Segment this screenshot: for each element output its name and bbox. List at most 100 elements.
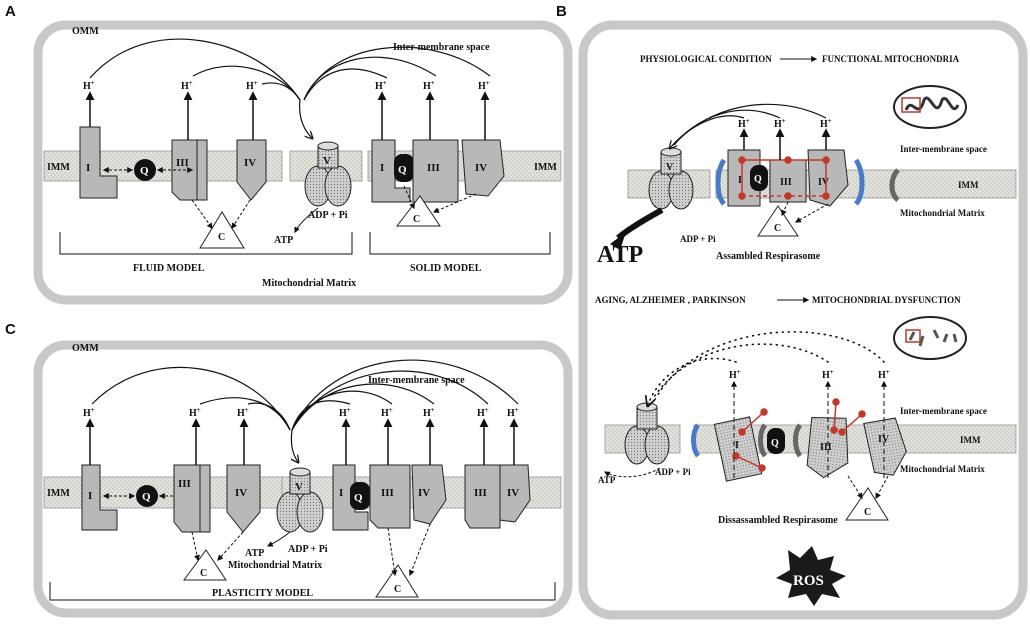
- adp-label-a: ADP + Pi: [308, 210, 348, 221]
- svg-text:C: C: [200, 568, 207, 579]
- panel-letter-a: A: [5, 3, 16, 20]
- assembled-label: Assambled Respirasome: [716, 251, 821, 262]
- svg-text:ADP + Pi: ADP + Pi: [655, 467, 691, 477]
- svg-text:Inter-membrane space: Inter-membrane space: [900, 144, 987, 154]
- panel-b-frame: [578, 20, 1028, 620]
- svg-text:H+: H+: [423, 406, 435, 419]
- panel-letter-b: B: [556, 3, 567, 20]
- panel-b: B PHYSIOLOGICAL CONDITION FUNCTIONAL MIT…: [556, 3, 1028, 620]
- svg-text:Inter-membrane space: Inter-membrane space: [900, 406, 987, 416]
- svg-text:ADP + Pi: ADP + Pi: [680, 234, 716, 244]
- complex-i-solid: [371, 139, 411, 203]
- complex-iv: [236, 139, 267, 201]
- svg-text:III: III: [820, 442, 832, 453]
- svg-text:H+: H+: [478, 79, 490, 92]
- svg-text:I: I: [738, 175, 742, 186]
- svg-text:I: I: [88, 490, 92, 502]
- cytochrome-c-label: C: [218, 232, 225, 243]
- proton-arrows-b-bottom: [731, 380, 887, 478]
- svg-text:H+: H+: [423, 79, 435, 92]
- svg-text:IV: IV: [235, 487, 247, 499]
- complex-iii-solid: [412, 139, 459, 203]
- omm-label-c: OMM: [72, 343, 99, 354]
- omm-frame-c: [33, 340, 573, 618]
- matrix-label-c: Mitochondrial Matrix: [228, 560, 322, 571]
- imm-label-right: IMM: [534, 162, 557, 173]
- svg-text:C: C: [394, 584, 401, 595]
- svg-text:H+: H+: [381, 406, 393, 419]
- svg-text:Mitochondrial Matrix: Mitochondrial Matrix: [900, 464, 985, 474]
- atp-synthase-b-bottom: [624, 402, 670, 465]
- complex-iv-solid: [461, 139, 505, 197]
- svg-text:III: III: [381, 487, 394, 499]
- svg-text:IV: IV: [418, 487, 430, 499]
- panel-letter-c: C: [5, 321, 16, 338]
- svg-text:H+: H+: [375, 79, 387, 92]
- atp-synthase-c: V: [276, 467, 324, 533]
- svg-text:Q: Q: [354, 492, 363, 504]
- ims-label-c: Inter-membrane space: [368, 375, 465, 386]
- omm-label: OMM: [72, 26, 99, 37]
- svg-text:H+: H+: [181, 79, 193, 92]
- svg-text:H+: H+: [729, 368, 741, 381]
- svg-text:H+: H+: [237, 406, 249, 419]
- svg-text:Q: Q: [754, 174, 762, 185]
- svg-text:III: III: [427, 162, 440, 174]
- atp-big-label: ATP: [597, 242, 643, 268]
- proton-arrows-a: [85, 91, 490, 145]
- dysfunction-label: MITOCHONDRIAL DYSFUNCTION: [812, 295, 961, 305]
- svg-text:H+: H+: [246, 79, 258, 92]
- atp-label-a: ATP: [274, 235, 293, 246]
- svg-text:H+: H+: [774, 117, 786, 130]
- fluid-model-label: FLUID MODEL: [133, 263, 205, 274]
- svg-text:III: III: [178, 478, 191, 490]
- complex-iii-label: III: [176, 157, 189, 169]
- proton-flow-arcs-c: [91, 359, 519, 462]
- matrix-label-a: Mitochondrial Matrix: [262, 278, 356, 289]
- svg-text:H+: H+: [738, 117, 750, 130]
- omm-frame: [33, 20, 573, 305]
- coenzyme-q: [134, 159, 156, 181]
- svg-text:I: I: [735, 440, 739, 451]
- atp-synthase-a: V: [304, 141, 352, 207]
- healthy-mitochondrion-icon: [893, 85, 967, 129]
- proton-labels-b-bottom: H+ H+ H+: [729, 368, 890, 381]
- svg-text:IMM: IMM: [960, 435, 981, 445]
- svg-text:H+: H+: [339, 406, 351, 419]
- svg-text:ATP: ATP: [245, 548, 264, 559]
- proton-labels-a: H+ H+ H+ H+ H+ H+: [83, 79, 490, 92]
- svg-text:H+: H+: [83, 406, 95, 419]
- svg-text:Q: Q: [142, 491, 151, 503]
- disassembled-label: Dissassambled Respirasome: [718, 515, 838, 526]
- solid-model-label: SOLID MODEL: [410, 263, 482, 274]
- svg-text:C: C: [413, 214, 420, 225]
- proton-labels-c: H+ H+ H+ H+ H+ H+ H+ H+: [83, 406, 519, 419]
- damaged-mitochondrion-icon: [893, 316, 967, 360]
- proton-leak-dotted: [648, 331, 885, 405]
- ros-burst-icon: [776, 546, 846, 606]
- svg-text:ATP: ATP: [598, 475, 616, 485]
- svg-text:H+: H+: [820, 117, 832, 130]
- svg-text:C: C: [864, 507, 871, 518]
- svg-text:H+: H+: [83, 79, 95, 92]
- physio-label: PHYSIOLOGICAL CONDITION: [640, 54, 772, 64]
- ros-label: ROS: [793, 573, 824, 589]
- svg-text:IV: IV: [475, 162, 487, 174]
- plasticity-model-label: PLASTICITY MODEL: [212, 588, 313, 599]
- disease-label: AGING, ALZHEIMER , PARKINSON: [595, 295, 746, 305]
- svg-text:V: V: [295, 481, 303, 493]
- imm-label-c: IMM: [47, 488, 70, 499]
- complex-iv-label: IV: [244, 157, 256, 169]
- svg-text:H+: H+: [507, 406, 519, 419]
- proton-arrows-b-top: [739, 128, 831, 160]
- svg-text:V: V: [323, 155, 331, 167]
- svg-text:Q: Q: [398, 164, 407, 176]
- svg-text:ADP + Pi: ADP + Pi: [288, 544, 328, 555]
- coenzyme-q-solid: [394, 154, 414, 182]
- atp-synthase-b-top: V: [648, 147, 694, 210]
- ims-label: Inter-membrane space: [393, 42, 490, 53]
- svg-text:H+: H+: [822, 368, 834, 381]
- red-stabilizers-top: [738, 156, 830, 200]
- proton-flow-arcs-a: [89, 38, 491, 138]
